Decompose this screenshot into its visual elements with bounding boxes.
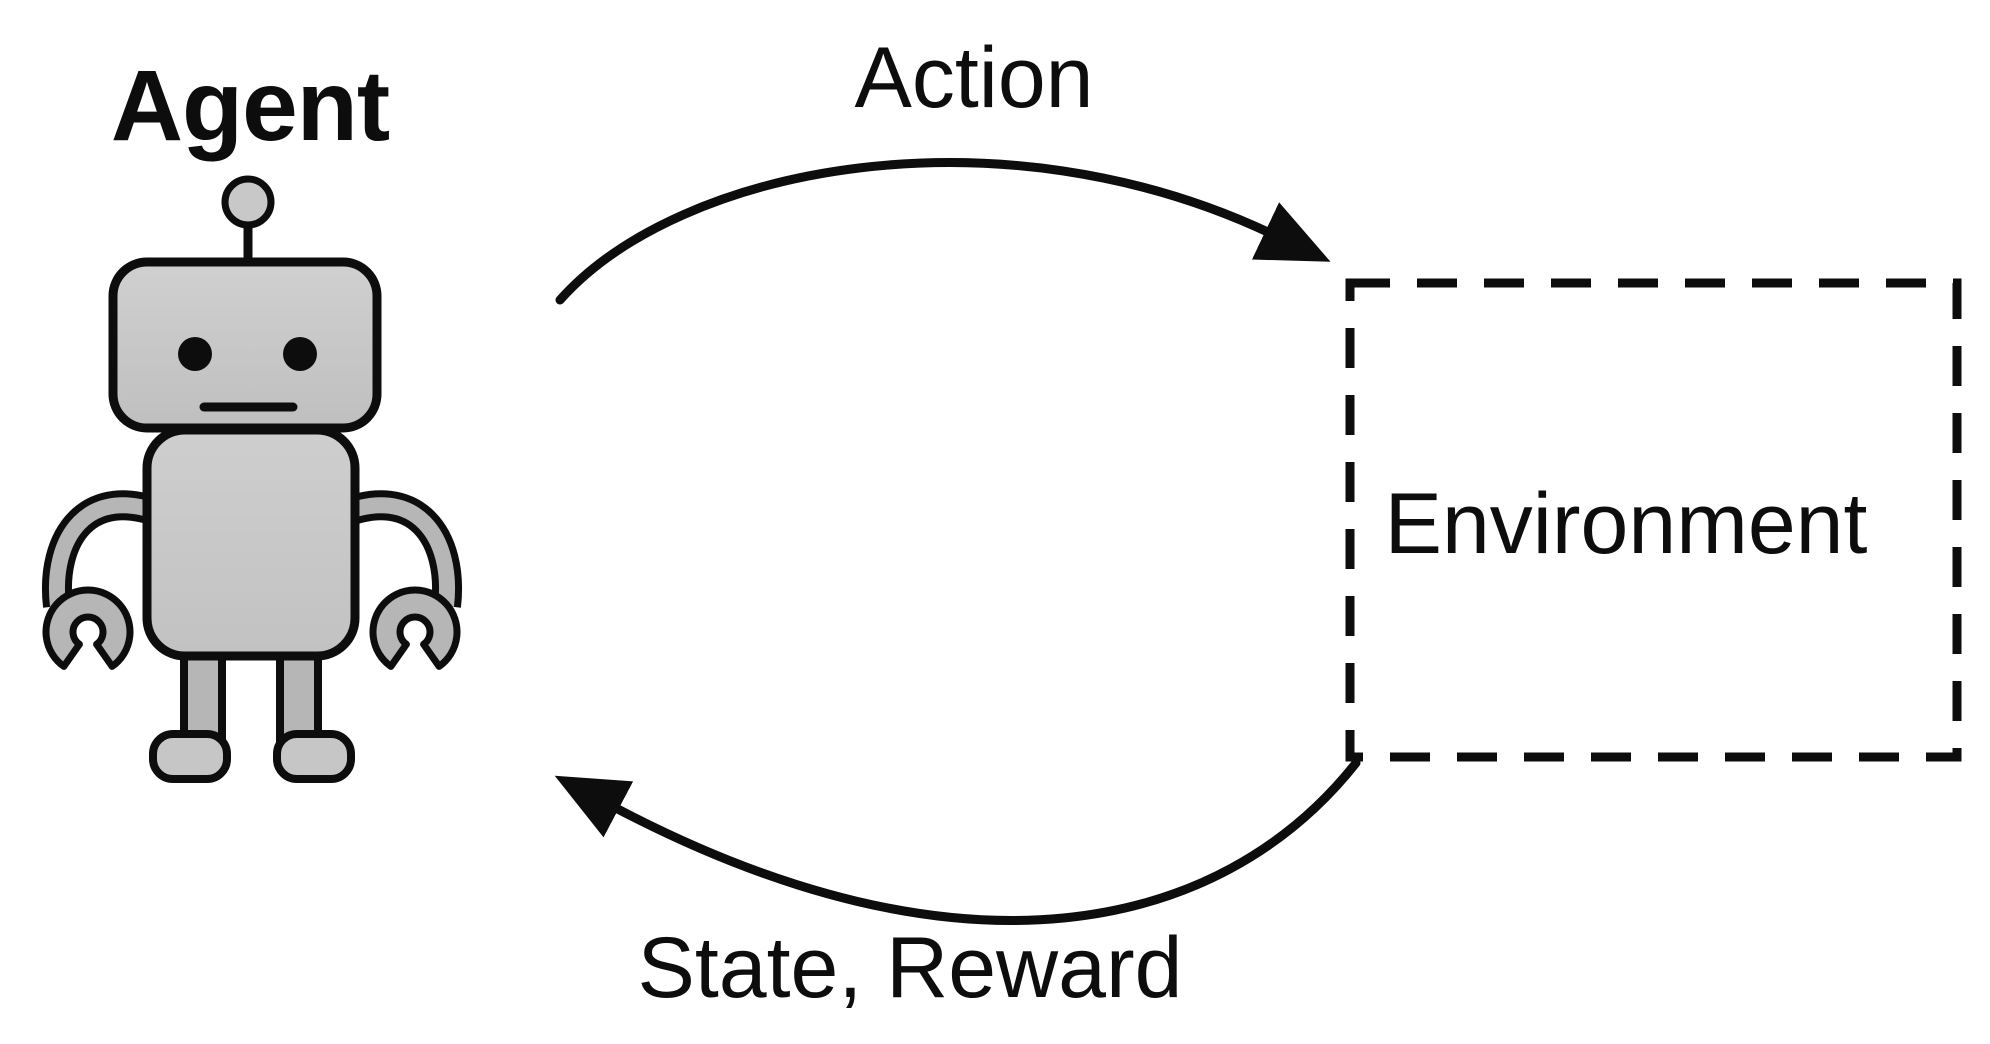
robot-right-foot bbox=[273, 730, 355, 783]
robot-head bbox=[108, 257, 382, 433]
robot-body bbox=[142, 425, 360, 661]
agent-robot-icon bbox=[42, 175, 462, 783]
robot-left-claw bbox=[42, 586, 134, 670]
action-arrow bbox=[555, 158, 1331, 305]
robot-left-eye bbox=[178, 337, 212, 371]
state-reward-label: State, Reward bbox=[638, 920, 1183, 1016]
environment-box bbox=[1345, 278, 1962, 762]
robot-right-arm bbox=[333, 490, 462, 608]
state-reward-arrow bbox=[554, 758, 1361, 925]
agent-label: Agent bbox=[111, 50, 390, 162]
environment-label: Environment bbox=[1385, 476, 1868, 572]
robot-left-foot bbox=[149, 730, 231, 783]
robot-left-arm bbox=[42, 490, 171, 608]
robot-right-claw bbox=[369, 586, 461, 670]
robot-antenna-ball bbox=[221, 175, 275, 229]
action-label: Action bbox=[854, 30, 1093, 126]
robot-right-eye bbox=[283, 337, 317, 371]
